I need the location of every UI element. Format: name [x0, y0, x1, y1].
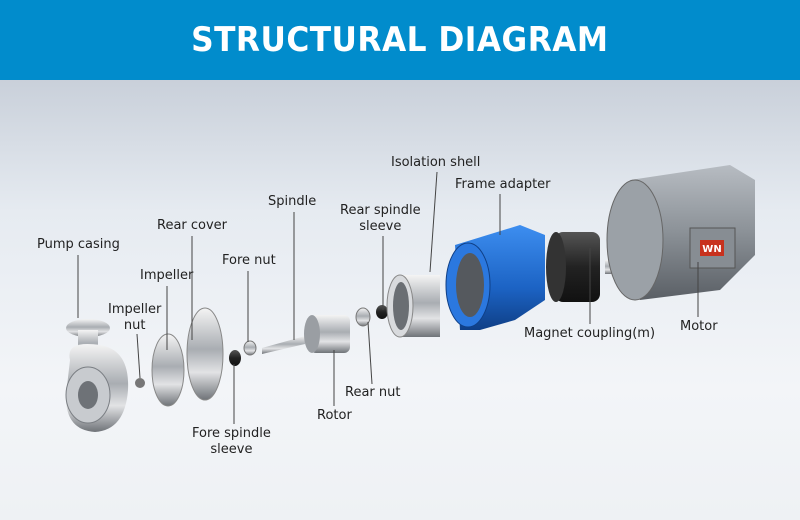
label-rear-spindle-sleeve-line2: sleeve — [359, 219, 402, 234]
leader-lines — [77, 171, 699, 424]
label-impeller-nut-line2: nut — [123, 318, 146, 333]
rotor-part — [304, 315, 350, 353]
label-fore-spindle-sleeve-line1: Fore spindle — [192, 426, 271, 441]
motor-badge: WN — [702, 244, 721, 255]
impeller-part — [151, 333, 185, 407]
label-magnet-coupling: Magnet coupling(m) — [524, 326, 656, 341]
isolation-shell-part — [386, 274, 440, 338]
fore-spindle-sleeve-part — [229, 350, 241, 366]
label-isolation-shell: Isolation shell — [391, 155, 481, 170]
label-pump-casing: Pump casing — [37, 237, 120, 252]
label-rear-spindle-sleeve: Rear spindle sleeve — [340, 203, 421, 235]
title-banner: STRUCTURAL DIAGRAM — [0, 0, 800, 80]
label-rotor: Rotor — [317, 408, 352, 423]
page-title: STRUCTURAL DIAGRAM — [191, 20, 609, 60]
label-impeller-nut: Impeller nut — [108, 302, 161, 334]
label-impeller: Impeller — [140, 268, 194, 283]
spindle-part — [262, 336, 305, 354]
label-rear-nut: Rear nut — [345, 385, 401, 400]
magnet-coupling-part — [546, 232, 600, 302]
label-rear-cover: Rear cover — [157, 218, 228, 233]
rear-cover-part — [186, 307, 224, 401]
label-fore-spindle-sleeve-line2: sleeve — [210, 442, 253, 457]
label-fore-spindle-sleeve: Fore spindle sleeve — [192, 426, 271, 458]
motor-part: WN — [605, 165, 755, 301]
rear-nut-part — [355, 307, 371, 327]
label-fore-nut: Fore nut — [222, 253, 276, 268]
label-rear-spindle-sleeve-line1: Rear spindle — [340, 203, 421, 218]
label-spindle: Spindle — [268, 194, 317, 209]
impeller-nut-part — [135, 378, 145, 388]
rear-spindle-sleeve-part — [376, 305, 388, 319]
pump-casing-part — [65, 319, 129, 432]
label-impeller-nut-line1: Impeller — [108, 302, 162, 317]
frame-adapter-part — [445, 225, 545, 330]
fore-nut-part — [243, 340, 257, 356]
label-motor: Motor — [680, 319, 718, 334]
label-frame-adapter: Frame adapter — [455, 177, 551, 192]
